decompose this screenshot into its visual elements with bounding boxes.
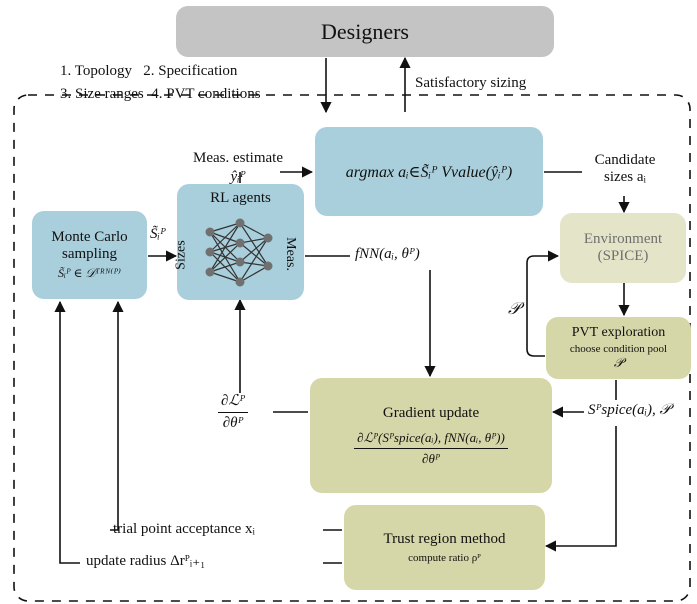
environment-line1: Environment [583, 231, 663, 247]
pool-loop-label: 𝒫 [508, 299, 521, 318]
gradient-fraction: ∂ℒᴾ(Sᴾspice(aᵢ), fNN(aᵢ, θᴾ)) ∂θᴾ [354, 430, 508, 467]
dl-dtheta-label: ∂ℒᴾ ∂θᴾ [218, 393, 249, 433]
pvt-subtitle: choose condition pool [569, 343, 668, 355]
arrow-meas-to-argmax [239, 172, 312, 183]
arrow-spice-to-trust [544, 426, 617, 552]
monte-carlo-box: Monte Carlo sampling S̃ᵢᴾ ∈ 𝒟ᵀᴿᴺ⁽ᴾ⁾ [32, 211, 147, 299]
dl-dtheta-fraction: ∂ℒᴾ ∂θᴾ [218, 393, 249, 433]
trust-title: Trust region method [383, 531, 506, 547]
update-radius-label: update radius Δrᴾᵢ₊₁ [86, 553, 206, 569]
trust-region-box: Trust region method compute ratio ρᴾ [344, 505, 545, 590]
gradient-denominator: ∂θᴾ [422, 450, 440, 466]
trust-subtitle: compute ratio ρᴾ [408, 552, 481, 564]
designers-title: Designers [321, 18, 409, 44]
pvt-exploration-box: PVT exploration choose condition pool 𝒫 [546, 317, 691, 379]
fnn-label: fNN(aᵢ, θᴾ) [355, 246, 420, 262]
trial-acceptance-label: trial point acceptance xᵢ [113, 521, 255, 537]
candidate-line2: sizes aᵢ [603, 169, 647, 186]
meas-estimate-line1: Meas. estimate [193, 150, 283, 166]
environment-line2: (SPICE) [597, 248, 649, 264]
rl-meas-axis: Meas. [282, 237, 298, 271]
dl-dtheta-denominator: ∂θᴾ [222, 415, 244, 432]
argmax-expression: argmax aᵢ∈S̃ᵢᴾ Vvalue(ŷᵢᴾ) [345, 163, 513, 181]
pvt-symbol: 𝒫 [613, 355, 624, 370]
monte-carlo-line1: Monte Carlo [51, 229, 128, 245]
designers-inputs-line1: 1. Topology 2. Specification [60, 63, 238, 79]
sample-label: S̃ᵢᴾ [150, 226, 166, 242]
meas-estimate-symbol: ŷᵢᴾ [230, 169, 246, 186]
environment-box: Environment (SPICE) [560, 213, 686, 283]
rl-agents-title: RL agents [210, 190, 271, 206]
gradient-update-box: Gradient update ∂ℒᴾ(Sᴾspice(aᵢ), fNN(aᵢ,… [310, 378, 552, 493]
arrow-update-to-mc [54, 300, 80, 564]
monte-carlo-set: S̃ᵢᴾ ∈ 𝒟ᵀᴿᴺ⁽ᴾ⁾ [58, 266, 121, 280]
arrow-pvt-loop [526, 250, 560, 357]
candidate-line1: Candidate [594, 152, 656, 168]
meas-estimate-label: Meas. estimate ŷᵢᴾ [158, 150, 318, 187]
argmax-box: argmax aᵢ∈S̃ᵢᴾ Vvalue(ŷᵢᴾ) [315, 127, 543, 216]
monte-carlo-line2: sampling [62, 246, 117, 262]
rl-sizes-axis: Sizes [173, 240, 189, 270]
satisfactory-sizing-label: Satisfactory sizing [415, 75, 527, 91]
dl-dtheta-numerator: ∂ℒᴾ [218, 393, 249, 414]
designers-inputs-line2: 3. Size ranges 4. PVT conditions [60, 86, 261, 102]
gradient-numerator: ∂ℒᴾ(Sᴾspice(aᵢ), fNN(aᵢ, θᴾ)) [354, 430, 508, 449]
spice-label: Sᴾspice(aᵢ), 𝒫 [588, 402, 671, 418]
designers-box: Designers [176, 6, 554, 57]
arrow-trial-to-mc [110, 300, 124, 531]
pvt-title: PVT exploration [571, 325, 666, 340]
gradient-title: Gradient update [382, 404, 480, 421]
candidate-sizes-label: Candidate sizes aᵢ [585, 152, 665, 187]
